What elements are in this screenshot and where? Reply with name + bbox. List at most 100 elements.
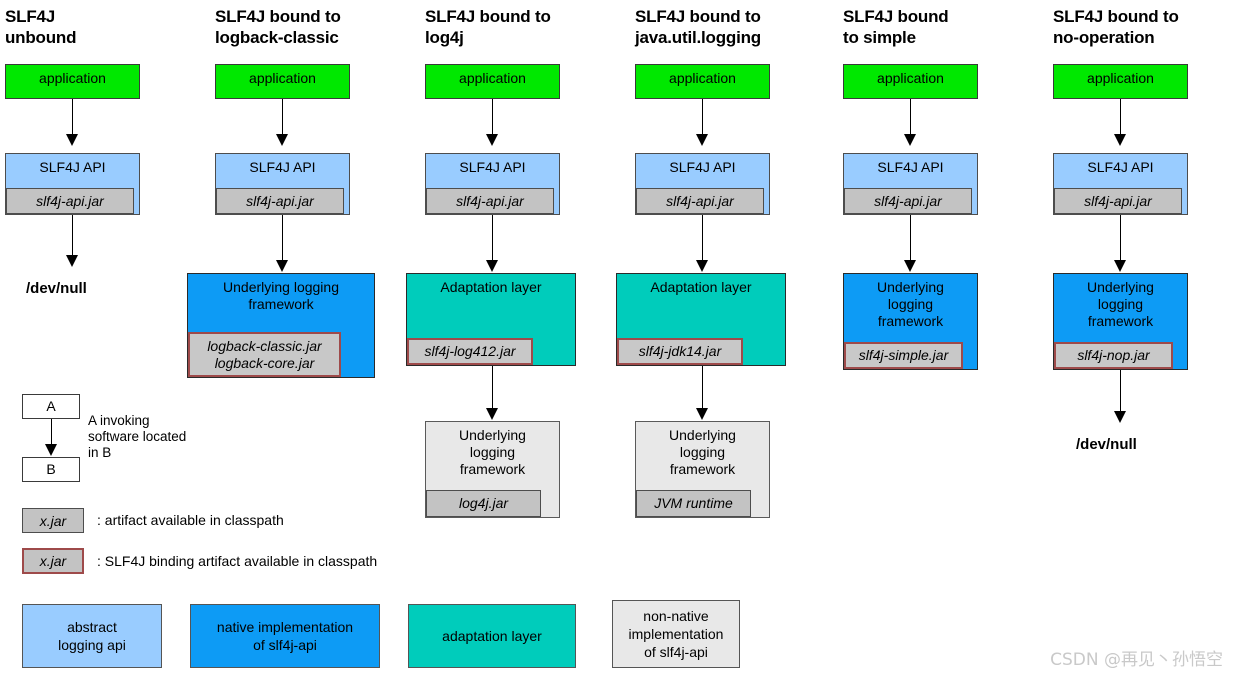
arrow-line-col3-api-to-adaptation (492, 215, 493, 263)
key-arrow-line (51, 419, 52, 447)
application-box-col5: application (843, 64, 978, 99)
application-label: application (877, 70, 944, 86)
jar-chip-slf4j-api-col5: slf4j-api.jar (844, 188, 972, 214)
arrow-line-col3-app-to-api (492, 99, 493, 137)
arrow-line-col4-app-to-api (702, 99, 703, 137)
jar-chip-slf4j-api-col1: slf4j-api.jar (6, 188, 134, 214)
arrow-head-col4-api-to-adaptation (696, 260, 708, 272)
column-title-jul: SLF4J bound to java.util.logging (635, 7, 761, 47)
csdn-watermark: CSDN @再见丶孙悟空 (1050, 650, 1223, 670)
legend-box-native-impl: native implementation of slf4j-api (190, 604, 380, 668)
arrow-line-col1-app-to-api (72, 99, 73, 137)
underlying-framework-label: Underlying logging framework (459, 427, 526, 477)
arrow-head-col4-app-to-api (696, 134, 708, 146)
slf4j-api-label: SLF4J API (249, 159, 316, 175)
jar-chip-jvm-runtime-col4: JVM runtime (636, 490, 751, 517)
key-arrow-head (45, 444, 57, 456)
jar-chip-slf4j-api-col2: slf4j-api.jar (216, 188, 344, 214)
slf4j-api-label: SLF4J API (669, 159, 736, 175)
application-box-col4: application (635, 64, 770, 99)
slf4j-api-label: SLF4J API (877, 159, 944, 175)
slf4j-api-label: SLF4J API (1087, 159, 1154, 175)
arrow-line-col5-app-to-api (910, 99, 911, 137)
column-title-log4j: SLF4J bound to log4j (425, 7, 551, 47)
arrow-head-col2-app-to-api (276, 134, 288, 146)
underlying-framework-box-col5: Underlying logging framework slf4j-simpl… (843, 273, 978, 370)
arrow-head-col4-adaptation-to-framework (696, 408, 708, 420)
key-binding-chip: x.jar (22, 548, 84, 574)
arrow-head-col3-adaptation-to-framework (486, 408, 498, 420)
key-node-b-label: B (46, 461, 56, 477)
arrow-line-col5-api-to-framework (910, 215, 911, 263)
application-box-col2: application (215, 64, 350, 99)
column-title-unbound: SLF4J unbound (5, 7, 77, 47)
underlying-framework-box-col3: Underlying logging framework log4j.jar (425, 421, 560, 518)
arrow-head-col5-app-to-api (904, 134, 916, 146)
key-node-b-box: B (22, 457, 80, 482)
slf4j-api-label: SLF4J API (459, 159, 526, 175)
adaptation-layer-label: Adaptation layer (440, 279, 542, 295)
arrow-head-col6-app-to-api (1114, 134, 1126, 146)
jar-chip-slf4j-api-col3: slf4j-api.jar (426, 188, 554, 214)
jar-chip-slf4j-api-col4: slf4j-api.jar (636, 188, 764, 214)
arrow-head-col2-api-to-framework (276, 260, 288, 272)
application-box-col3: application (425, 64, 560, 99)
jar-chip-log4j-col3: log4j.jar (426, 490, 541, 517)
underlying-framework-box-col2: Underlying logging framework logback-cla… (187, 273, 375, 378)
underlying-framework-label: Underlying logging framework (669, 427, 736, 477)
underlying-framework-box-col6: Underlying logging framework slf4j-nop.j… (1053, 273, 1188, 370)
application-label: application (1087, 70, 1154, 86)
jar-chip-slf4j-simple-col5: slf4j-simple.jar (844, 342, 963, 369)
devnull-label-col1: /dev/null (26, 280, 87, 297)
jar-chip-slf4j-log412-col3: slf4j-log412.jar (407, 338, 533, 365)
arrow-line-col6-framework-to-devnull (1120, 370, 1121, 414)
arrow-line-col6-app-to-api (1120, 99, 1121, 137)
slf4j-api-label: SLF4J API (39, 159, 106, 175)
slf4j-api-box-col1: SLF4J API slf4j-api.jar (5, 153, 140, 215)
jar-chip-slf4j-jdk14-col4: slf4j-jdk14.jar (617, 338, 743, 365)
key-artifact-text: : artifact available in classpath (97, 512, 284, 528)
arrow-head-col1-app-to-api (66, 134, 78, 146)
application-label: application (39, 70, 106, 86)
arrow-line-col4-api-to-adaptation (702, 215, 703, 263)
key-artifact-chip: x.jar (22, 508, 84, 533)
devnull-label-col6: /dev/null (1076, 436, 1137, 453)
adaptation-layer-box-col4: Adaptation layer slf4j-jdk14.jar (616, 273, 786, 366)
underlying-framework-box-col4: Underlying logging framework JVM runtime (635, 421, 770, 518)
arrow-head-col6-api-to-framework (1114, 260, 1126, 272)
underlying-framework-label: Underlying logging framework (223, 279, 339, 312)
legend-box-non-native-impl: non-native implementation of slf4j-api (612, 600, 740, 668)
adaptation-layer-box-col3: Adaptation layer slf4j-log412.jar (406, 273, 576, 366)
arrow-line-col3-adaptation-to-framework (492, 366, 493, 411)
underlying-framework-label: Underlying logging framework (1087, 279, 1154, 329)
column-title-simple: SLF4J bound to simple (843, 7, 949, 47)
application-box-col6: application (1053, 64, 1188, 99)
slf4j-api-box-col2: SLF4J API slf4j-api.jar (215, 153, 350, 215)
application-box-col1: application (5, 64, 140, 99)
slf4j-api-box-col4: SLF4J API slf4j-api.jar (635, 153, 770, 215)
column-title-logback: SLF4J bound to logback-classic (215, 7, 341, 47)
arrow-line-col4-adaptation-to-framework (702, 366, 703, 411)
key-invoking-text: A invoking software located in B (88, 413, 187, 460)
legend-box-abstract-api: abstract logging api (22, 604, 162, 668)
jar-chip-logback-col2: logback-classic.jar logback-core.jar (188, 332, 341, 377)
arrow-line-col6-api-to-framework (1120, 215, 1121, 263)
underlying-framework-label: Underlying logging framework (877, 279, 944, 329)
arrow-head-col5-api-to-framework (904, 260, 916, 272)
legend-box-adaptation-layer: adaptation layer (408, 604, 576, 668)
arrow-line-col2-app-to-api (282, 99, 283, 137)
key-node-a-label: A (46, 398, 56, 414)
application-label: application (249, 70, 316, 86)
key-binding-text: : SLF4J binding artifact available in cl… (97, 553, 378, 569)
slf4j-api-box-col6: SLF4J API slf4j-api.jar (1053, 153, 1188, 215)
adaptation-layer-label: Adaptation layer (650, 279, 752, 295)
key-node-a-box: A (22, 394, 80, 419)
slf4j-api-box-col3: SLF4J API slf4j-api.jar (425, 153, 560, 215)
arrow-head-col3-api-to-adaptation (486, 260, 498, 272)
arrow-head-col1-api-to-devnull (66, 255, 78, 267)
slf4j-api-box-col5: SLF4J API slf4j-api.jar (843, 153, 978, 215)
application-label: application (669, 70, 736, 86)
arrow-head-col6-framework-to-devnull (1114, 411, 1126, 423)
arrow-line-col1-api-to-devnull (72, 215, 73, 258)
